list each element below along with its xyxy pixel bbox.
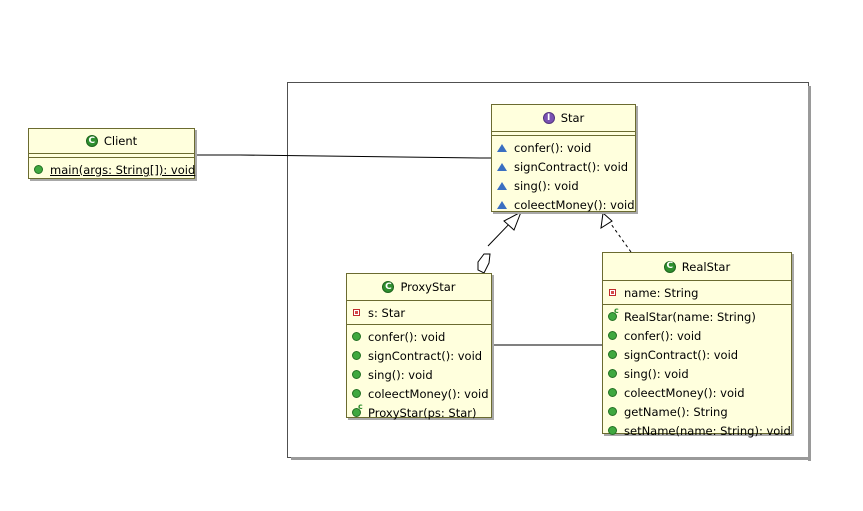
star-method-confer: confer(): void xyxy=(514,140,592,155)
client-fields xyxy=(29,154,194,158)
realstar-method-row[interactable]: confer(): void xyxy=(603,326,791,345)
class-icon: C xyxy=(382,281,395,293)
realstar-method-row[interactable]: RealStar(name: String) xyxy=(603,307,791,326)
proxystar-method-row[interactable]: signContract(): void xyxy=(347,346,491,365)
client-star-association[interactable] xyxy=(195,154,492,159)
public-method-icon xyxy=(352,332,361,341)
proxystar-class[interactable]: C ProxyStar s: Star confer(): void signC… xyxy=(346,273,492,420)
proxystar-field-row[interactable]: s: Star xyxy=(347,303,491,322)
star-interface-name: Star xyxy=(560,111,585,125)
public-method-icon xyxy=(352,389,361,398)
realstar-method-row[interactable]: setName(name: String): void xyxy=(603,421,791,440)
proxystar-field-s: s: Star xyxy=(368,305,406,320)
proxystar-class-name: ProxyStar xyxy=(400,280,456,294)
realstar-method-setname: setName(name: String): void xyxy=(624,423,791,438)
proxystar-method-row[interactable]: sing(): void xyxy=(347,365,491,384)
star-method-row[interactable]: signContract(): void xyxy=(492,157,635,176)
client-class[interactable]: C Client main(args: String[]): void xyxy=(28,128,195,179)
star-method-row[interactable]: coleectMoney(): void xyxy=(492,195,635,214)
private-field-icon xyxy=(609,289,616,296)
realstar-method-row[interactable]: getName(): String xyxy=(603,402,791,421)
realstar-method-signcontract: signContract(): void xyxy=(624,347,739,362)
proxystar-method-confer: confer(): void xyxy=(368,329,446,344)
private-field-icon xyxy=(353,309,360,316)
public-method-icon xyxy=(352,370,361,379)
proxystar-header: C ProxyStar xyxy=(347,274,491,301)
realstar-field-name: name: String xyxy=(624,285,699,300)
proxystar-method-signcontract: signContract(): void xyxy=(368,348,483,363)
proxystar-method-row[interactable]: confer(): void xyxy=(347,327,491,346)
realstar-method-row[interactable]: sing(): void xyxy=(603,364,791,383)
star-method-signcontract: signContract(): void xyxy=(514,159,629,174)
realstar-header: C RealStar xyxy=(603,253,791,281)
realstar-class-name: RealStar xyxy=(681,259,731,274)
client-class-name: Client xyxy=(103,134,138,148)
star-methods: confer(): void signContract(): void sing… xyxy=(492,136,635,216)
realstar-method-confer: confer(): void xyxy=(624,328,702,343)
star-interface[interactable]: I Star confer(): void signContract(): vo… xyxy=(491,104,636,212)
realstar-class[interactable]: C RealStar name: String RealStar(name: S… xyxy=(602,252,792,438)
constructor-icon xyxy=(352,403,363,417)
public-method-icon xyxy=(608,407,617,416)
realstar-method-getname: getName(): String xyxy=(624,404,728,419)
realstar-star-realization[interactable] xyxy=(610,223,632,253)
proxystar-constructor: ProxyStar(ps: Star) xyxy=(368,405,477,420)
class-icon: C xyxy=(85,135,98,147)
realstar-field-row[interactable]: name: String xyxy=(603,283,791,302)
realization-arrowhead-proxy xyxy=(503,210,522,231)
realstar-method-coleectmoney: coleectMoney(): void xyxy=(624,385,745,400)
realstar-constructor: RealStar(name: String) xyxy=(624,309,756,324)
star-method-row[interactable]: sing(): void xyxy=(492,176,635,195)
star-fields xyxy=(492,132,635,136)
package-method-icon xyxy=(497,181,507,190)
public-method-icon xyxy=(352,351,361,360)
proxystar-method-coleectmoney: coleectMoney(): void xyxy=(368,386,489,401)
public-method-icon xyxy=(608,426,617,435)
proxystar-method-row[interactable]: ProxyStar(ps: Star) xyxy=(347,403,491,422)
package-method-icon xyxy=(497,143,507,152)
client-method-main: main(args: String[]): void xyxy=(50,162,196,177)
proxystar-fields: s: Star xyxy=(347,301,491,325)
realstar-method-sing: sing(): void xyxy=(624,366,689,381)
realstar-fields: name: String xyxy=(603,281,791,305)
aggregation-diamond xyxy=(477,253,491,274)
public-method-icon xyxy=(608,331,617,340)
class-icon: C xyxy=(663,260,676,273)
constructor-icon xyxy=(608,307,619,321)
package-shadow-bottom xyxy=(291,457,811,460)
star-header: I Star xyxy=(492,105,635,132)
public-method-icon xyxy=(34,165,43,174)
public-method-icon xyxy=(608,369,617,378)
client-method-row[interactable]: main(args: String[]): void xyxy=(29,160,196,179)
star-method-sing: sing(): void xyxy=(514,178,579,193)
star-method-row[interactable]: confer(): void xyxy=(492,138,635,157)
public-method-icon xyxy=(608,350,617,359)
proxystar-method-sing: sing(): void xyxy=(368,367,433,382)
realstar-methods: RealStar(name: String) confer(): void si… xyxy=(603,305,791,442)
client-header: C Client xyxy=(29,129,194,154)
package-method-icon xyxy=(497,162,507,171)
realization-arrowhead-real xyxy=(600,212,613,229)
package-method-icon xyxy=(497,200,507,209)
proxystar-methods: confer(): void signContract(): void sing… xyxy=(347,325,491,424)
package-shadow-right xyxy=(808,86,811,461)
realstar-method-row[interactable]: signContract(): void xyxy=(603,345,791,364)
interface-icon: I xyxy=(542,112,555,124)
public-method-icon xyxy=(608,388,617,397)
star-method-coleectmoney: coleectMoney(): void xyxy=(514,197,635,212)
client-methods: main(args: String[]): void xyxy=(29,158,196,181)
realstar-method-row[interactable]: coleectMoney(): void xyxy=(603,383,791,402)
proxystar-method-row[interactable]: coleectMoney(): void xyxy=(347,384,491,403)
